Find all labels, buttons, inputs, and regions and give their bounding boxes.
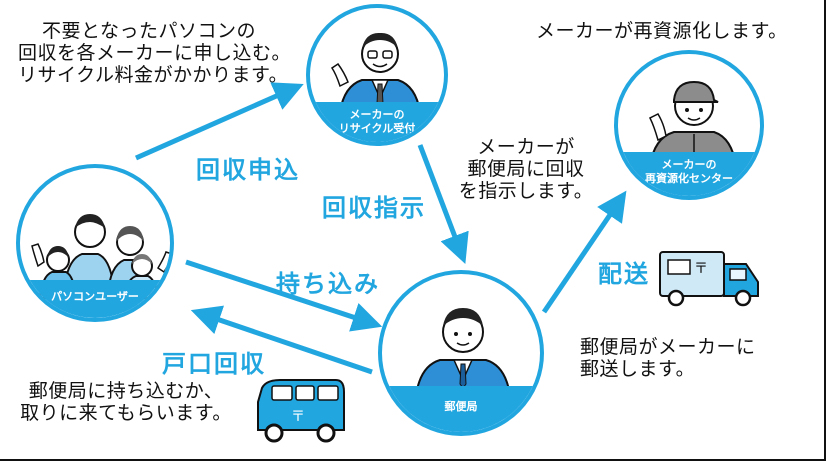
node-caption-line: メーカーの (661, 158, 717, 171)
node-pc-user: パソコンユーザー (16, 164, 174, 322)
flow-label-carry-in: 持ち込み (276, 270, 380, 298)
node-caption-band: メーカーの 再資源化センター (618, 152, 760, 196)
flow-label-instruct: 回収指示 (322, 194, 426, 222)
node-caption: 郵便局 (445, 386, 478, 414)
node-caption-band: パソコンユーザー (20, 280, 170, 318)
node-caption-line: 再資源化センター (645, 172, 733, 185)
node-post-office: 郵便局 (378, 270, 544, 436)
node-caption: パソコンユーザー (51, 280, 139, 304)
frame-right-border (824, 0, 826, 461)
note-user-to-maker: 不要となったパソコンの 回収を各メーカーに申し込む。 リサイクル料金がかかります… (18, 20, 292, 86)
van-post-mark-icon: 〒 (291, 409, 305, 425)
note-maker-recycling: メーカーが再資源化します。 (536, 20, 788, 42)
node-caption-band: メーカーの リサイクル受付 (310, 102, 444, 142)
note-line: 不要となったパソコンの (42, 20, 256, 42)
note-post-to-maker: 郵便局がメーカーに 郵送します。 (580, 336, 756, 380)
arrow-carry-in (185, 259, 383, 332)
node-caption-line: 郵便局 (444, 400, 478, 413)
note-user-to-post: 郵便局に持ち込むか、 取りに来てもらいます。 (16, 380, 236, 424)
note-line: リサイクル料金がかかります。 (18, 64, 289, 86)
arrow-pickup (190, 305, 373, 375)
node-caption-line: パソコンユーザー (51, 290, 139, 303)
note-line: 郵送します。 (580, 358, 696, 380)
note-maker-to-post: メーカーが 郵便局に回収 を指示します。 (456, 136, 596, 202)
arrow-delivery (541, 190, 627, 314)
note-line: 郵便局に持ち込むか、 (28, 380, 224, 402)
node-caption-line: メーカーの (349, 108, 405, 121)
note-line: 取りに来てもらいます。 (20, 402, 232, 424)
arrow-apply (134, 82, 304, 161)
flow-label-delivery: 配送 (598, 260, 650, 288)
truck-post-mark-icon: 〒 (694, 261, 708, 277)
arrow-instruct (417, 144, 469, 265)
delivery-truck-icon: 〒 (659, 251, 759, 307)
node-maker-reception: メーカーの リサイクル受付 (306, 4, 448, 146)
note-line: メーカーが再資源化します。 (536, 20, 788, 42)
frame-bottom-border (0, 459, 826, 461)
note-line: メーカーが (477, 136, 575, 158)
node-caption: メーカーの リサイクル受付 (339, 102, 415, 136)
note-line: 郵便局がメーカーに (580, 336, 756, 358)
note-line: を指示します。 (458, 180, 594, 202)
node-recycling-center: メーカーの 再資源化センター (614, 50, 764, 200)
postal-van-icon: 〒 (257, 379, 345, 443)
node-caption-band: 郵便局 (382, 386, 540, 432)
note-line: 郵便局に回収 (467, 158, 585, 180)
node-caption: メーカーの 再資源化センター (645, 152, 733, 186)
flow-label-apply: 回収申込 (196, 156, 300, 184)
flow-label-pickup: 戸口回収 (162, 350, 266, 378)
note-line: 回収を各メーカーに申し込む。 (18, 42, 292, 64)
node-caption-line: リサイクル受付 (338, 122, 416, 135)
